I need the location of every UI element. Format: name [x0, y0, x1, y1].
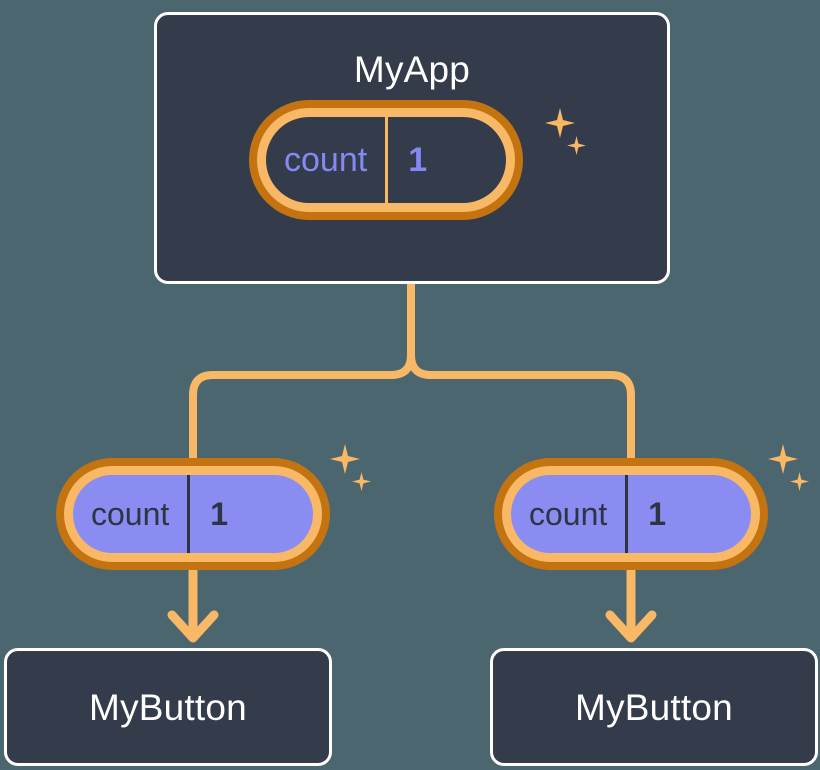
arrow-head-right	[605, 610, 657, 643]
component-card-mybutton-left[interactable]: MyButton	[4, 648, 332, 766]
state-value: 1	[408, 140, 428, 179]
pill-divider	[625, 475, 629, 553]
sparkle-icon	[330, 444, 360, 474]
state-pill-myapp[interactable]: count 1	[257, 108, 515, 212]
sparkle-group-right	[763, 444, 820, 514]
sparkle-icon	[790, 472, 809, 491]
state-pill[interactable]: count 1	[502, 466, 760, 562]
component-title: MyButton	[575, 686, 733, 728]
sparkle-icon	[768, 444, 798, 474]
state-pill[interactable]: count 1	[257, 108, 515, 212]
state-name: count	[91, 495, 170, 532]
pill-divider	[385, 117, 389, 203]
state-pill-left[interactable]: count 1	[64, 466, 322, 562]
state-value: 1	[210, 495, 229, 532]
component-card-mybutton-right[interactable]: MyButton	[490, 648, 818, 766]
state-value: 1	[648, 495, 667, 532]
arrow-head-left	[167, 610, 219, 643]
sparkle-group-left	[325, 444, 385, 514]
connector-tree-branch-right	[407, 351, 635, 466]
pill-divider	[187, 475, 191, 553]
connector-tree-branch	[189, 280, 415, 466]
state-pill[interactable]: count 1	[64, 466, 322, 562]
state-name: count	[529, 495, 608, 532]
component-title: MyButton	[89, 686, 247, 728]
component-title: MyApp	[353, 49, 471, 90]
sparkle-icon	[352, 472, 371, 491]
state-name: count	[284, 140, 368, 179]
state-pill-right[interactable]: count 1	[502, 466, 760, 562]
